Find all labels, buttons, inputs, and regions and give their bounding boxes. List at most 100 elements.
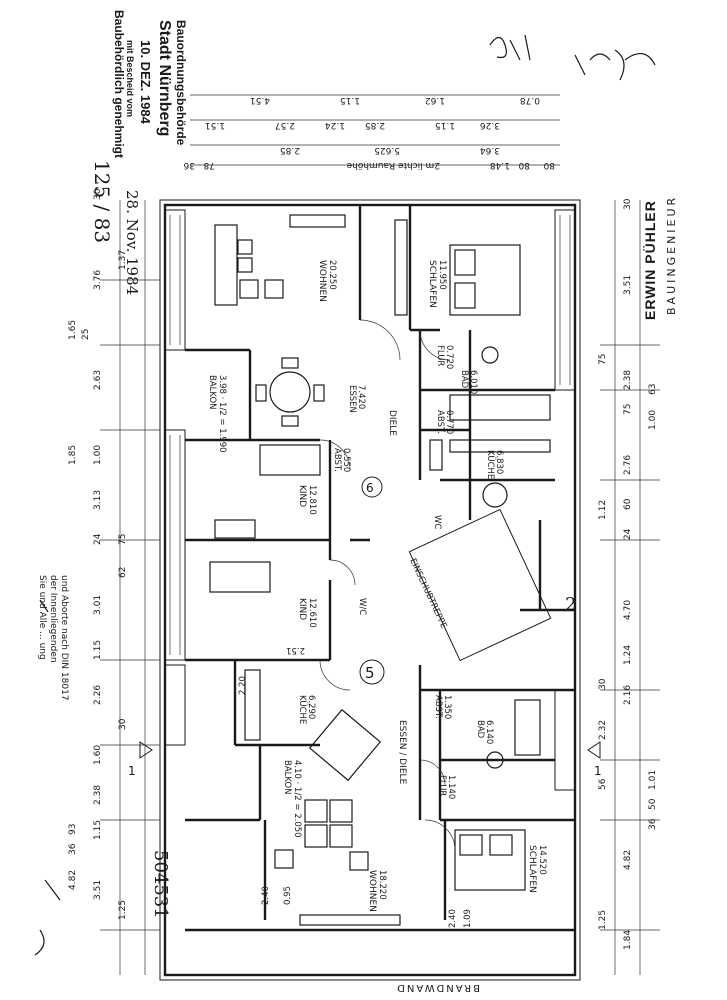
dim-left-20: 4.82 [68, 870, 78, 890]
area-flur-top: 0.720 [444, 345, 454, 369]
dim-left-15: 30 [118, 718, 128, 730]
dim-right-20: 36 [648, 818, 658, 830]
dim-left-19: 36 [68, 843, 78, 855]
furniture [209, 214, 551, 926]
dim-top-7: 2.85 [365, 120, 385, 130]
room-abst-top: ABST. [435, 410, 445, 434]
room-essen-diele: ESSEN / DIELE [397, 720, 407, 785]
room-bad-top: BAD [459, 370, 469, 389]
room-kueche-top: KÜCHE [485, 450, 496, 479]
dim-top-2: 1.62 [425, 95, 445, 105]
dim-top-9: 3.26 [480, 120, 500, 130]
room-diele-top: DIELE [387, 410, 397, 436]
dim-left-0: 30 [93, 188, 103, 200]
architect-block: ERWIN PÜHLER BAUINGENIEUR [642, 195, 678, 320]
room-flur-bottom: FLUR [437, 775, 447, 796]
doc-number-block: 504531 [150, 850, 171, 919]
brandwand-label: BRANDWAND [395, 982, 480, 993]
internal-walls [185, 205, 575, 932]
area-balkon-top: 3.98 · 1/2 = 1.990 [217, 375, 227, 453]
brandwand-block: BRANDWAND [395, 982, 480, 993]
room-bad-bottom: BAD [475, 720, 485, 739]
dim-left-21: 3.51 [93, 880, 103, 900]
dim-right-11: 4.70 [623, 600, 633, 620]
room-kind-2: KIND [297, 598, 307, 620]
area-schlafen-top: 11.950 [437, 260, 447, 290]
dim-top-1: 1.15 [340, 95, 360, 105]
stamp-office: Bauordnungsbehörde [174, 20, 188, 146]
dim-right-6: 1.00 [648, 410, 658, 430]
dim-right-18: 1.01 [648, 770, 658, 790]
area-abst-mid: 0.550 [341, 448, 351, 472]
room-wohnen-top: WOHNEN [317, 260, 327, 302]
dim-small-2: 2.40 [261, 886, 271, 905]
dim-right-2: 75 [598, 354, 608, 365]
area-bad-top: 6.010 [468, 370, 478, 394]
architect-title: BAUINGENIEUR [665, 195, 678, 315]
room-essen-top: ESSEN [347, 385, 357, 413]
dim-right-21: 1.84 [623, 930, 633, 950]
dim-top-5: 2.57 [275, 120, 295, 130]
dims-left: 30 1.37 3.76 1.65 25 2.63 1.00 1.85 3.13… [68, 188, 128, 920]
room-balkon-top: BALKON [207, 375, 217, 410]
area-wohnen-top: 20.250 [327, 260, 337, 290]
section-mark-right: 1 [594, 764, 602, 778]
dim-top-6: 1.24 [325, 120, 345, 130]
stamp-line2: mit Bescheid vom [125, 40, 135, 117]
area-flur-bottom: 1.140 [446, 775, 456, 799]
dim-top-0: 4.51 [250, 95, 270, 105]
signatures [34, 34, 656, 956]
architect-name: ERWIN PÜHLER [642, 200, 658, 320]
case-block: 125 / 83 28. Nov. 1984 [90, 160, 141, 295]
dim-left-11: 62 [118, 567, 128, 578]
dim-left-10: 75 [118, 534, 128, 545]
unit-marker-6: 6 [366, 481, 374, 495]
dim-top-8: 2.85 [280, 145, 300, 155]
dim-small-0: 2.51 [286, 645, 305, 655]
dim-left-3: 1.65 [68, 320, 78, 340]
dim-left-8: 3.13 [93, 490, 103, 510]
stair-label: EINSCHUBTREPPE [407, 557, 448, 630]
din-line2: der Innenliegenden [48, 575, 58, 663]
dim-left-16: 1.60 [93, 745, 103, 765]
room-abst-bottom: ABST. [433, 695, 443, 719]
dim-top-17: 80 [543, 160, 555, 170]
dim-left-14: 2.26 [93, 685, 103, 705]
dim-right-7: 2.76 [623, 455, 633, 475]
dim-right-17: 4.82 [623, 850, 633, 870]
unit-marker-5: 5 [365, 664, 375, 682]
room-schlafen-top: SCHLAFEN [427, 260, 437, 308]
dim-top-3: 0.78 [520, 95, 540, 105]
dim-left-7: 1.85 [68, 445, 78, 465]
dim-small-1: 2.20 [238, 676, 248, 695]
dim-right-16: 56 [598, 778, 608, 790]
dim-left-12: 3.01 [93, 595, 103, 615]
dims-small: 2.51 2.20 2.40 0.95 2.40 1.09 [238, 645, 473, 928]
dim-right-8: 1.12 [598, 500, 608, 520]
area-kueche-bottom: 6.290 [306, 695, 316, 719]
dim-top-16: 1.48 [490, 160, 510, 170]
doc-number: 504531 [150, 850, 171, 919]
room-wc-mid: W/C [357, 598, 367, 615]
dim-right-12: 1.24 [623, 645, 633, 665]
dim-left-18: 93 [68, 824, 78, 835]
dim-left-23: 1.15 [93, 820, 103, 840]
stamp-city: Stadt Nürnberg [156, 20, 173, 136]
din-note: Sie und Alle ... ung der Innenliegenden … [37, 575, 69, 701]
dims-top: 4.51 1.15 1.62 0.78 1.51 2.57 1.24 2.85 … [183, 95, 555, 170]
dim-right-9: 60 [623, 498, 633, 510]
area-balkon-bottom: 4.10 · 1/2 = 2.050 [292, 760, 302, 838]
dim-right-13: 2.16 [623, 685, 633, 705]
stamp-line1: Baubehördlich genehmigt [112, 10, 126, 158]
area-kind-1: 12.810 [307, 485, 317, 515]
dim-left-13: 1.15 [93, 640, 103, 660]
dim-right-15: 2.32 [598, 720, 608, 740]
dim-small-4: 2.40 [448, 909, 458, 928]
dim-top-12: 5.625 [374, 145, 400, 155]
dim-left-22: 1.25 [118, 900, 128, 920]
dim-small-5: 1.09 [463, 909, 473, 928]
area-abst-bottom: 1.350 [442, 695, 452, 719]
dim-right-5: 63 [648, 384, 658, 395]
room-labels: WOHNEN 20.250 SCHLAFEN 11.950 FLUR 0.720… [128, 260, 602, 912]
dim-top-13: 2m lichte Raumhöhe [346, 160, 440, 170]
